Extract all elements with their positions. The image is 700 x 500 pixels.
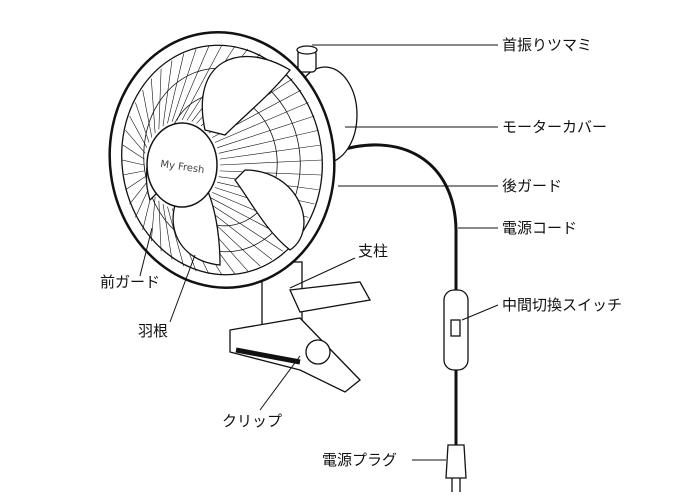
guard-spoke	[125, 130, 146, 154]
guard-spoke	[150, 196, 156, 242]
label-blades: 羽根	[138, 322, 169, 340]
label-pole: 支柱	[358, 242, 389, 260]
guard-spoke	[204, 200, 284, 252]
clip	[229, 317, 361, 393]
guard-spoke	[219, 144, 322, 160]
guard-spoke	[142, 89, 153, 138]
guard-spoke	[218, 129, 319, 154]
label-clip: クリップ	[222, 412, 283, 430]
label-rear-guard: 後ガード	[502, 177, 563, 195]
guard-spoke	[214, 102, 309, 143]
guard-spoke	[121, 159, 145, 166]
guard-spoke	[181, 44, 223, 121]
power-plug	[445, 444, 467, 479]
guard-spoke	[158, 200, 162, 252]
guard-spoke	[162, 203, 173, 260]
label-inline-switch: 中間切換スイッチ	[502, 296, 623, 314]
guard-spoke	[219, 159, 323, 166]
guard-spoke	[171, 48, 197, 122]
label-front-guard: 前ガード	[100, 273, 161, 291]
label-motor-cover: モーターカバー	[502, 118, 608, 136]
guard-spoke	[129, 115, 148, 148]
guard-spoke	[167, 206, 185, 267]
guard-spoke	[162, 60, 173, 127]
label-power-cord: 電源コード	[502, 219, 578, 237]
guard-spoke	[217, 115, 315, 149]
blade	[234, 169, 305, 251]
label-power-plug: 電源プラグ	[322, 451, 398, 469]
guard-spoke	[176, 45, 210, 121]
blade	[201, 55, 291, 136]
guard-spoke	[122, 170, 145, 176]
guard-spoke	[125, 176, 146, 191]
power-cord	[334, 143, 458, 292]
guard-spoke	[129, 182, 148, 205]
hub	[146, 122, 218, 208]
guard-spoke	[135, 102, 150, 143]
guard-spoke	[158, 68, 162, 130]
guard-spoke	[167, 53, 185, 124]
guard-spoke	[135, 187, 150, 218]
label-swing-knob: 首振りツマミ	[502, 36, 593, 54]
guard-spoke	[150, 78, 156, 134]
guard-spoke	[122, 144, 145, 160]
guard-spoke	[219, 170, 322, 176]
